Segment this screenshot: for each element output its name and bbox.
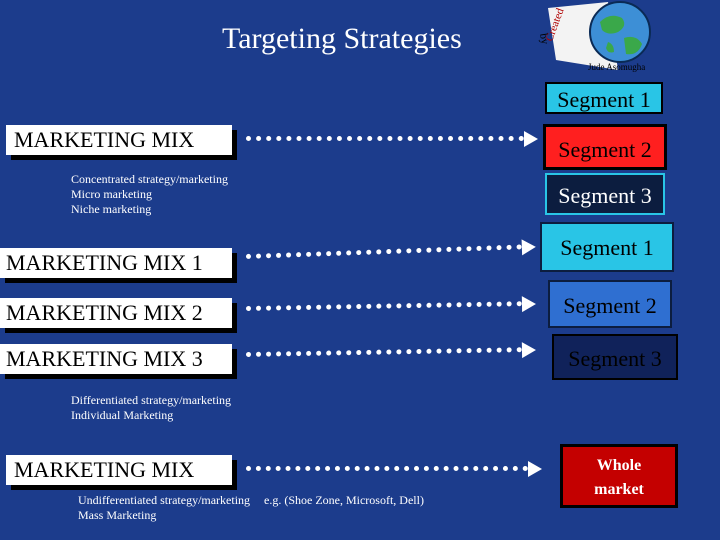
arrow-concentrated (246, 131, 538, 147)
whole-market-box: Whole market (560, 444, 678, 508)
note-line: Micro marketing (71, 187, 152, 201)
mix-box-undifferentiated: MARKETING MIX (6, 455, 232, 485)
segment-3-top: Segment 3 (545, 173, 665, 215)
example-note: e.g. (Shoe Zone, Microsoft, Dell) (264, 493, 424, 507)
logo-author-text: Jude Asomugha (588, 62, 645, 72)
segment-3-diff: Segment 3 (552, 334, 678, 380)
note-line: Undifferentiated strategy/marketing (78, 493, 251, 507)
concentrated-notes: Concentrated strategy/marketing Micro ma… (71, 172, 228, 217)
undifferentiated-notes: Undifferentiated strategy/marketing Mass… (78, 493, 250, 523)
mix-box-concentrated: MARKETING MIX (6, 125, 232, 155)
arrow-mix-3 (245, 347, 523, 357)
globe-icon: Created by Jude Asomugha (537, 1, 651, 72)
segment-2-diff: Segment 2 (548, 280, 672, 328)
mix-box-1: MARKETING MIX 1 (0, 248, 232, 278)
mix-box-2: MARKETING MIX 2 (0, 298, 232, 328)
segment-label: Segment 2 (563, 293, 657, 318)
mix-box-3: MARKETING MIX 3 (0, 344, 232, 374)
note-line: Niche marketing (71, 202, 152, 216)
segment-label: Segment 1 (557, 87, 651, 112)
note-line: Differentiated strategy/marketing (71, 393, 232, 407)
note-line: Individual Marketing (71, 408, 174, 422)
logo-by-text: by (538, 32, 551, 45)
segment-label: Segment 2 (558, 137, 652, 162)
segment-label: Segment 3 (558, 183, 652, 208)
segment-label: Segment 3 (568, 346, 662, 371)
arrow-mix-2 (245, 301, 523, 311)
segment-1-top: Segment 1 (545, 82, 663, 114)
differentiated-notes: Differentiated strategy/marketing Indivi… (71, 393, 231, 423)
segment-label: Segment 1 (560, 235, 654, 260)
segment-1-diff: Segment 1 (540, 222, 674, 272)
whole-market-line: Whole (596, 457, 642, 474)
globe-logo: Created by Jude Asomugha (537, 0, 660, 76)
segment-2-top: Segment 2 (543, 124, 667, 170)
note-line: Mass Marketing (78, 508, 157, 522)
whole-market-line: market (594, 481, 644, 498)
note-line: Concentrated strategy/marketing (71, 172, 228, 186)
slide-title: Targeting Strategies (222, 22, 462, 55)
arrow-undifferentiated (246, 461, 542, 477)
arrow-mix-1 (245, 244, 522, 259)
